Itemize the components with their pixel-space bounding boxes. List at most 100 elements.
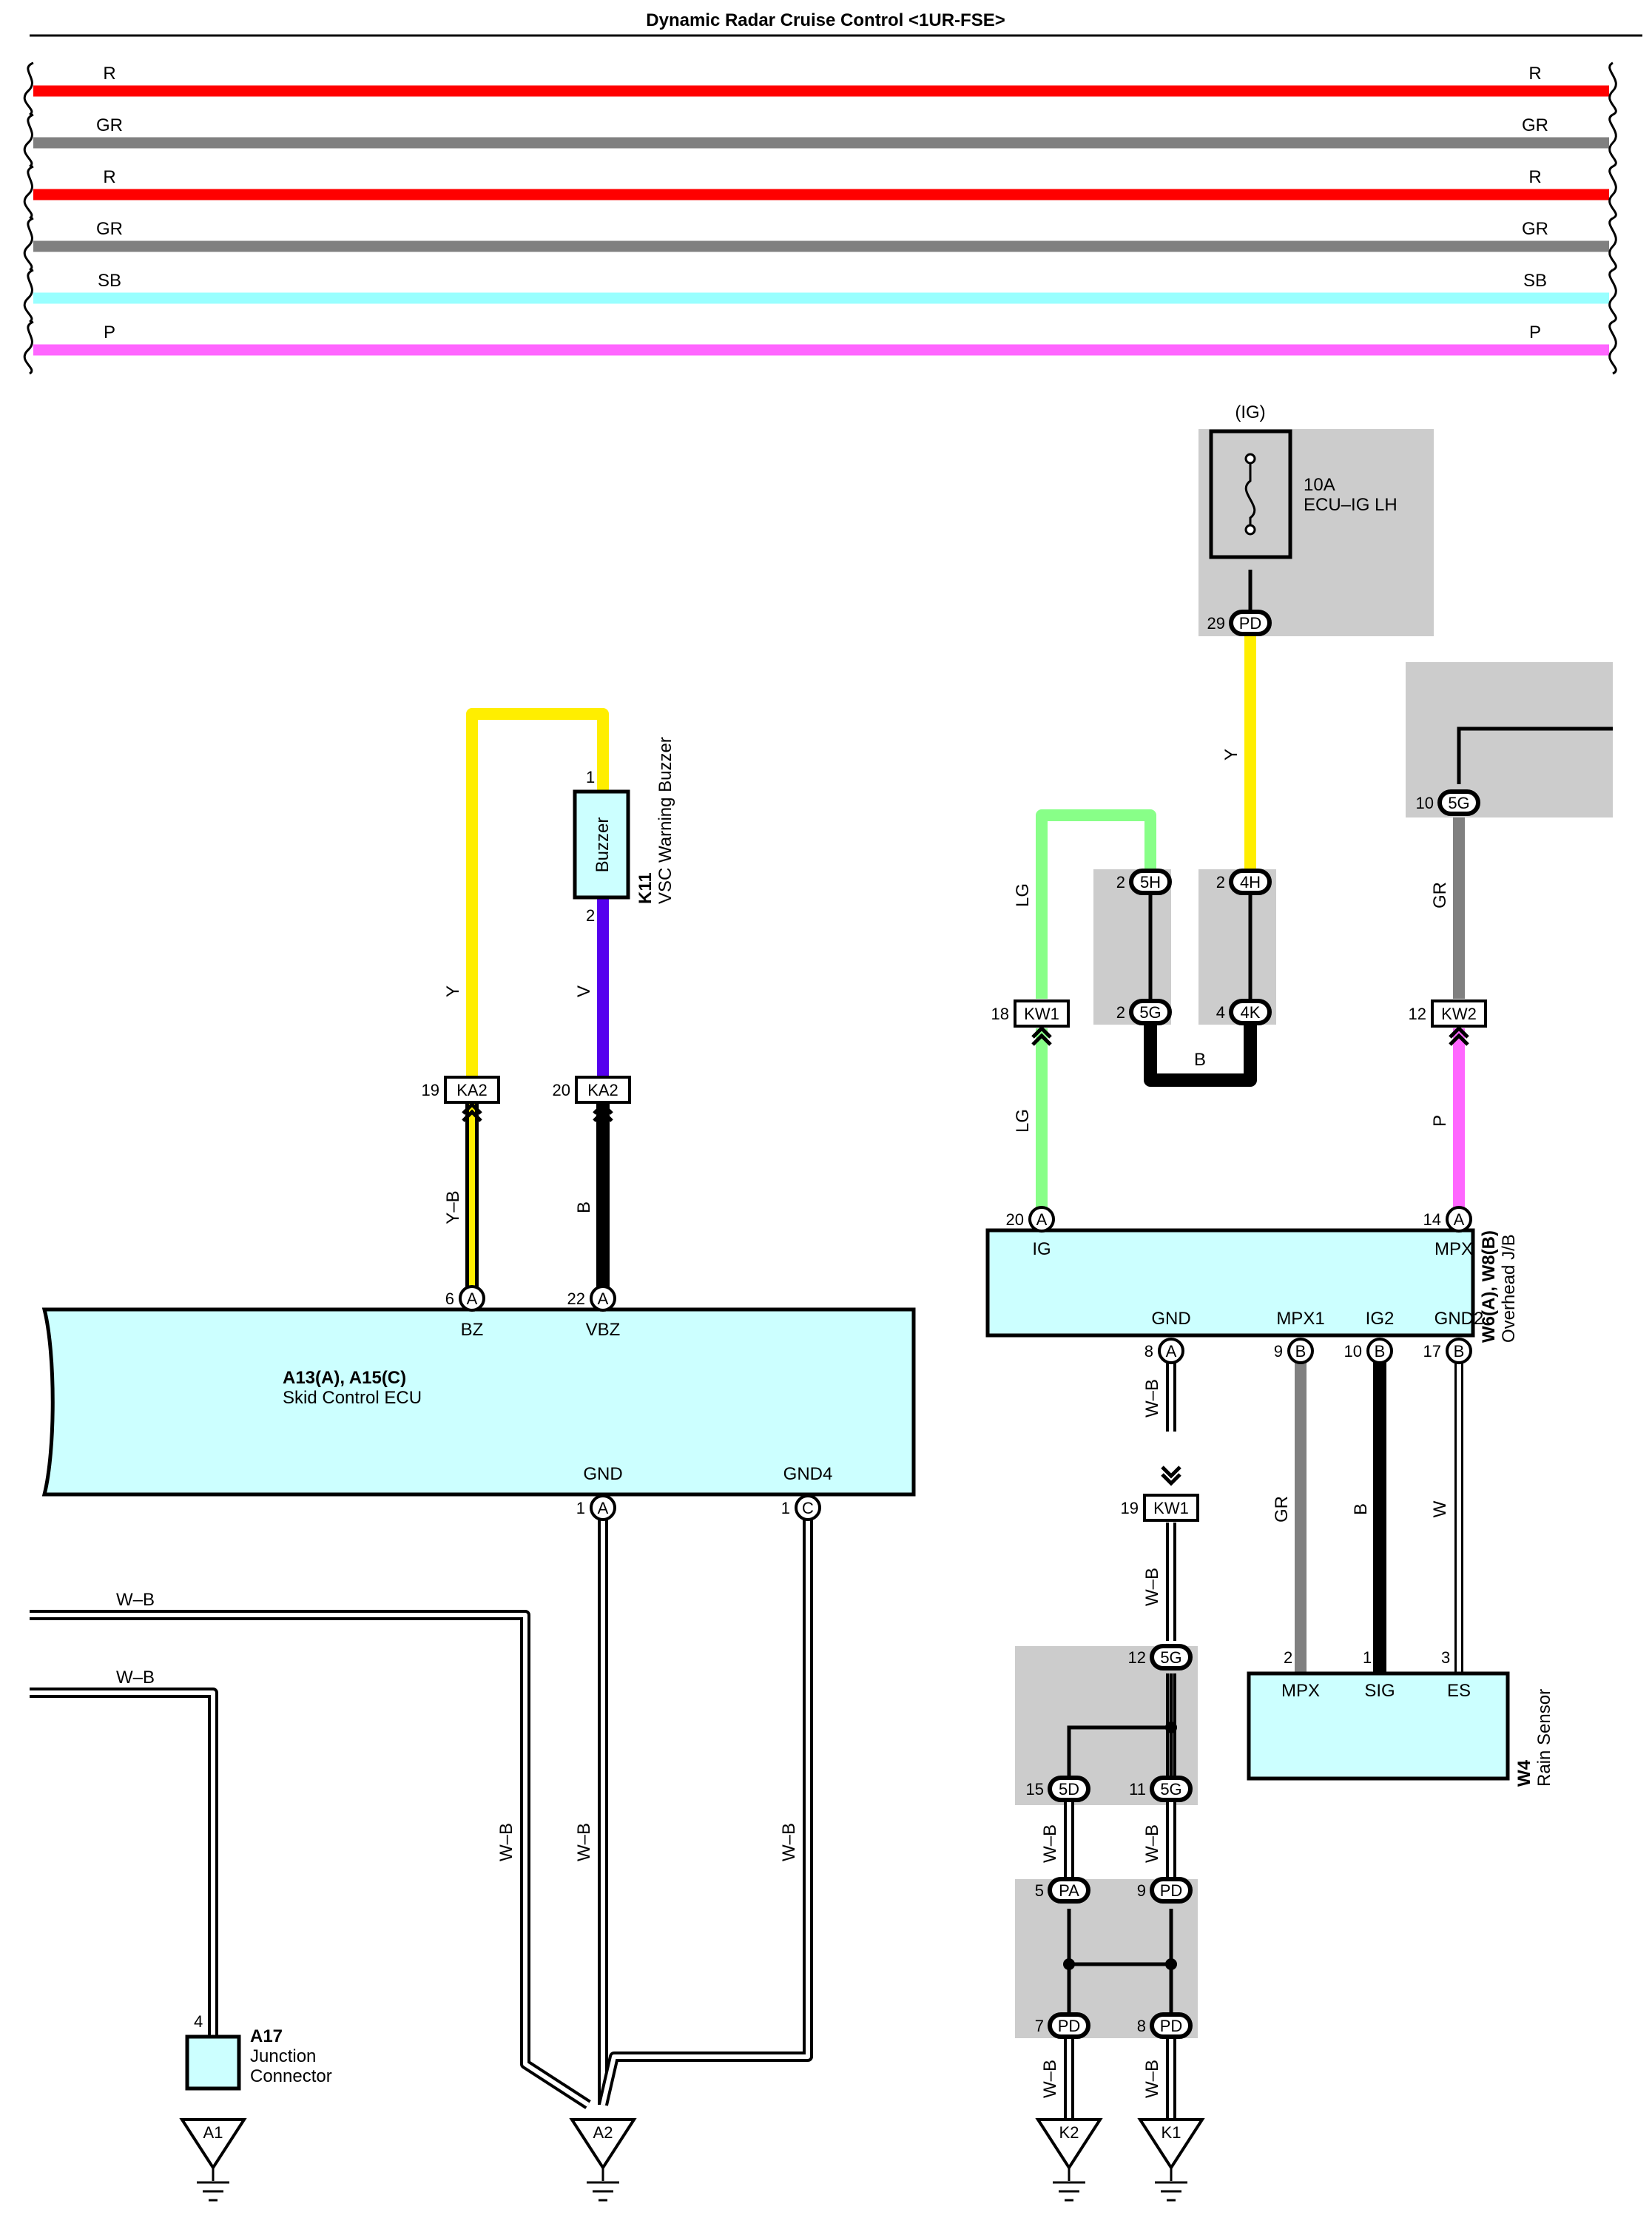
svg-text:PD: PD	[1160, 2017, 1183, 2035]
svg-text:GND: GND	[1151, 1309, 1190, 1329]
svg-text:MPX: MPX	[1281, 1681, 1320, 1701]
bus-label-right: R	[1528, 64, 1541, 84]
svg-text:6: 6	[445, 1289, 454, 1308]
svg-text:2: 2	[1216, 873, 1225, 891]
svg-text:14: 14	[1423, 1210, 1441, 1229]
svg-text:12: 12	[1128, 1648, 1146, 1667]
svg-text:KA2: KA2	[456, 1081, 488, 1099]
svg-text:B: B	[1295, 1342, 1307, 1361]
svg-text:1: 1	[576, 1499, 585, 1517]
svg-text:7: 7	[1035, 2017, 1044, 2035]
skid-ecu-name: Skid Control ECU	[283, 1388, 422, 1408]
svg-text:ES: ES	[1447, 1681, 1471, 1701]
svg-text:W–B: W–B	[1142, 1568, 1162, 1606]
buzzer-label: Buzzer	[593, 817, 613, 873]
junction-pin-pd: PD8	[1137, 2012, 1193, 2039]
terminal-gnd2: B17	[1423, 1338, 1472, 1364]
fuse-box	[1209, 429, 1292, 559]
terminal-gnd4: C1	[781, 1494, 821, 1521]
svg-text:Connector: Connector	[250, 2066, 332, 2086]
svg-text:B: B	[1351, 1503, 1371, 1515]
bus-label-right: P	[1529, 323, 1541, 343]
rain-sensor-name: Rain Sensor	[1534, 1689, 1554, 1787]
svg-text:2: 2	[1116, 1003, 1125, 1022]
junction-pin-5g: 5G 12	[1128, 1644, 1193, 1670]
svg-text:9: 9	[1274, 1342, 1283, 1361]
rain-sensor-body	[1247, 1671, 1510, 1781]
ground-k2: K2	[1035, 2118, 1103, 2202]
svg-text:IG2: IG2	[1366, 1309, 1395, 1329]
rain-sensor-id: W4	[1514, 1759, 1534, 1787]
wire-lg-upper	[1036, 809, 1156, 999]
bus-label-left: P	[104, 323, 115, 343]
svg-text:1: 1	[781, 1499, 790, 1517]
wire-y-buzzer	[466, 708, 609, 1090]
rain-sensor: MPX SIG ES 2 1 3 W4 Rain Sensor	[1247, 1648, 1554, 1787]
junction-dots	[1063, 1722, 1177, 1970]
svg-text:4K: 4K	[1241, 1003, 1261, 1022]
buzzer-body	[573, 789, 630, 900]
svg-text:4: 4	[1216, 1003, 1225, 1022]
svg-text:5D: 5D	[1059, 1780, 1079, 1798]
svg-text:P: P	[1430, 1115, 1450, 1127]
svg-text:W: W	[1430, 1500, 1450, 1517]
svg-text:B: B	[1375, 1342, 1386, 1361]
junction-pin-5g: 5G2	[1116, 999, 1172, 1025]
ground-a2: A2	[569, 2118, 637, 2202]
bus-label-right: R	[1528, 167, 1541, 187]
terminal-gnd: A8	[1144, 1338, 1184, 1364]
svg-text:A2: A2	[593, 2123, 613, 2142]
svg-text:W–B: W–B	[1040, 1824, 1060, 1863]
junction-pin-pa: PA5	[1035, 1877, 1090, 1904]
svg-text:KA2: KA2	[587, 1081, 618, 1099]
skid-ecu-body	[41, 1307, 916, 1497]
svg-text:11: 11	[1129, 1780, 1146, 1798]
terminal-mpx1: B9	[1274, 1338, 1314, 1364]
svg-text:5G: 5G	[1160, 1648, 1181, 1667]
svg-text:V: V	[574, 985, 594, 997]
ground-a1: A1	[179, 2118, 247, 2202]
svg-text:5G: 5G	[1160, 1780, 1181, 1798]
svg-text:10: 10	[1416, 794, 1434, 812]
svg-text:LG: LG	[1013, 883, 1033, 907]
svg-text:GND4: GND4	[783, 1464, 833, 1484]
svg-text:GND: GND	[583, 1464, 622, 1484]
fuse-source: (IG)	[1235, 402, 1265, 422]
buzzer: Buzzer 1 2 K11 VSC Warning Buzzer	[573, 737, 675, 925]
overhead-jb: IG MPX GND MPX1 IG2 GND2 W6(A), W8(B) Ov…	[985, 1228, 1519, 1343]
svg-text:W–B: W–B	[1040, 2060, 1060, 2098]
buzzer-name: VSC Warning Buzzer	[655, 737, 675, 904]
svg-text:B: B	[1454, 1342, 1465, 1361]
bus-label-right: GR	[1522, 115, 1548, 135]
svg-text:A: A	[598, 1499, 609, 1517]
svg-text:19: 19	[422, 1081, 439, 1099]
svg-text:GR: GR	[1430, 882, 1450, 908]
svg-text:A17: A17	[250, 2026, 283, 2046]
svg-text:5H: 5H	[1140, 873, 1161, 891]
svg-text:A: A	[1454, 1210, 1465, 1229]
svg-text:B: B	[1194, 1050, 1206, 1070]
svg-text:10: 10	[1344, 1342, 1362, 1361]
bus-label-left: R	[103, 64, 115, 84]
svg-text:22: 22	[567, 1289, 585, 1308]
wire-b-bridge	[1144, 1025, 1257, 1087]
buzzer-id: K11	[635, 872, 655, 904]
svg-text:8: 8	[1144, 1342, 1153, 1361]
svg-text:29: 29	[1207, 614, 1225, 633]
connector-ka2: KA2 19	[422, 1076, 500, 1122]
terminal-vbz: A22	[567, 1285, 616, 1312]
page-title: Dynamic Radar Cruise Control <1UR-FSE>	[646, 10, 1005, 30]
fuse-junction-shade	[1198, 429, 1434, 636]
svg-text:W–B: W–B	[116, 1590, 155, 1610]
bus-label-left: R	[103, 167, 115, 187]
svg-text:KW2: KW2	[1441, 1005, 1477, 1023]
